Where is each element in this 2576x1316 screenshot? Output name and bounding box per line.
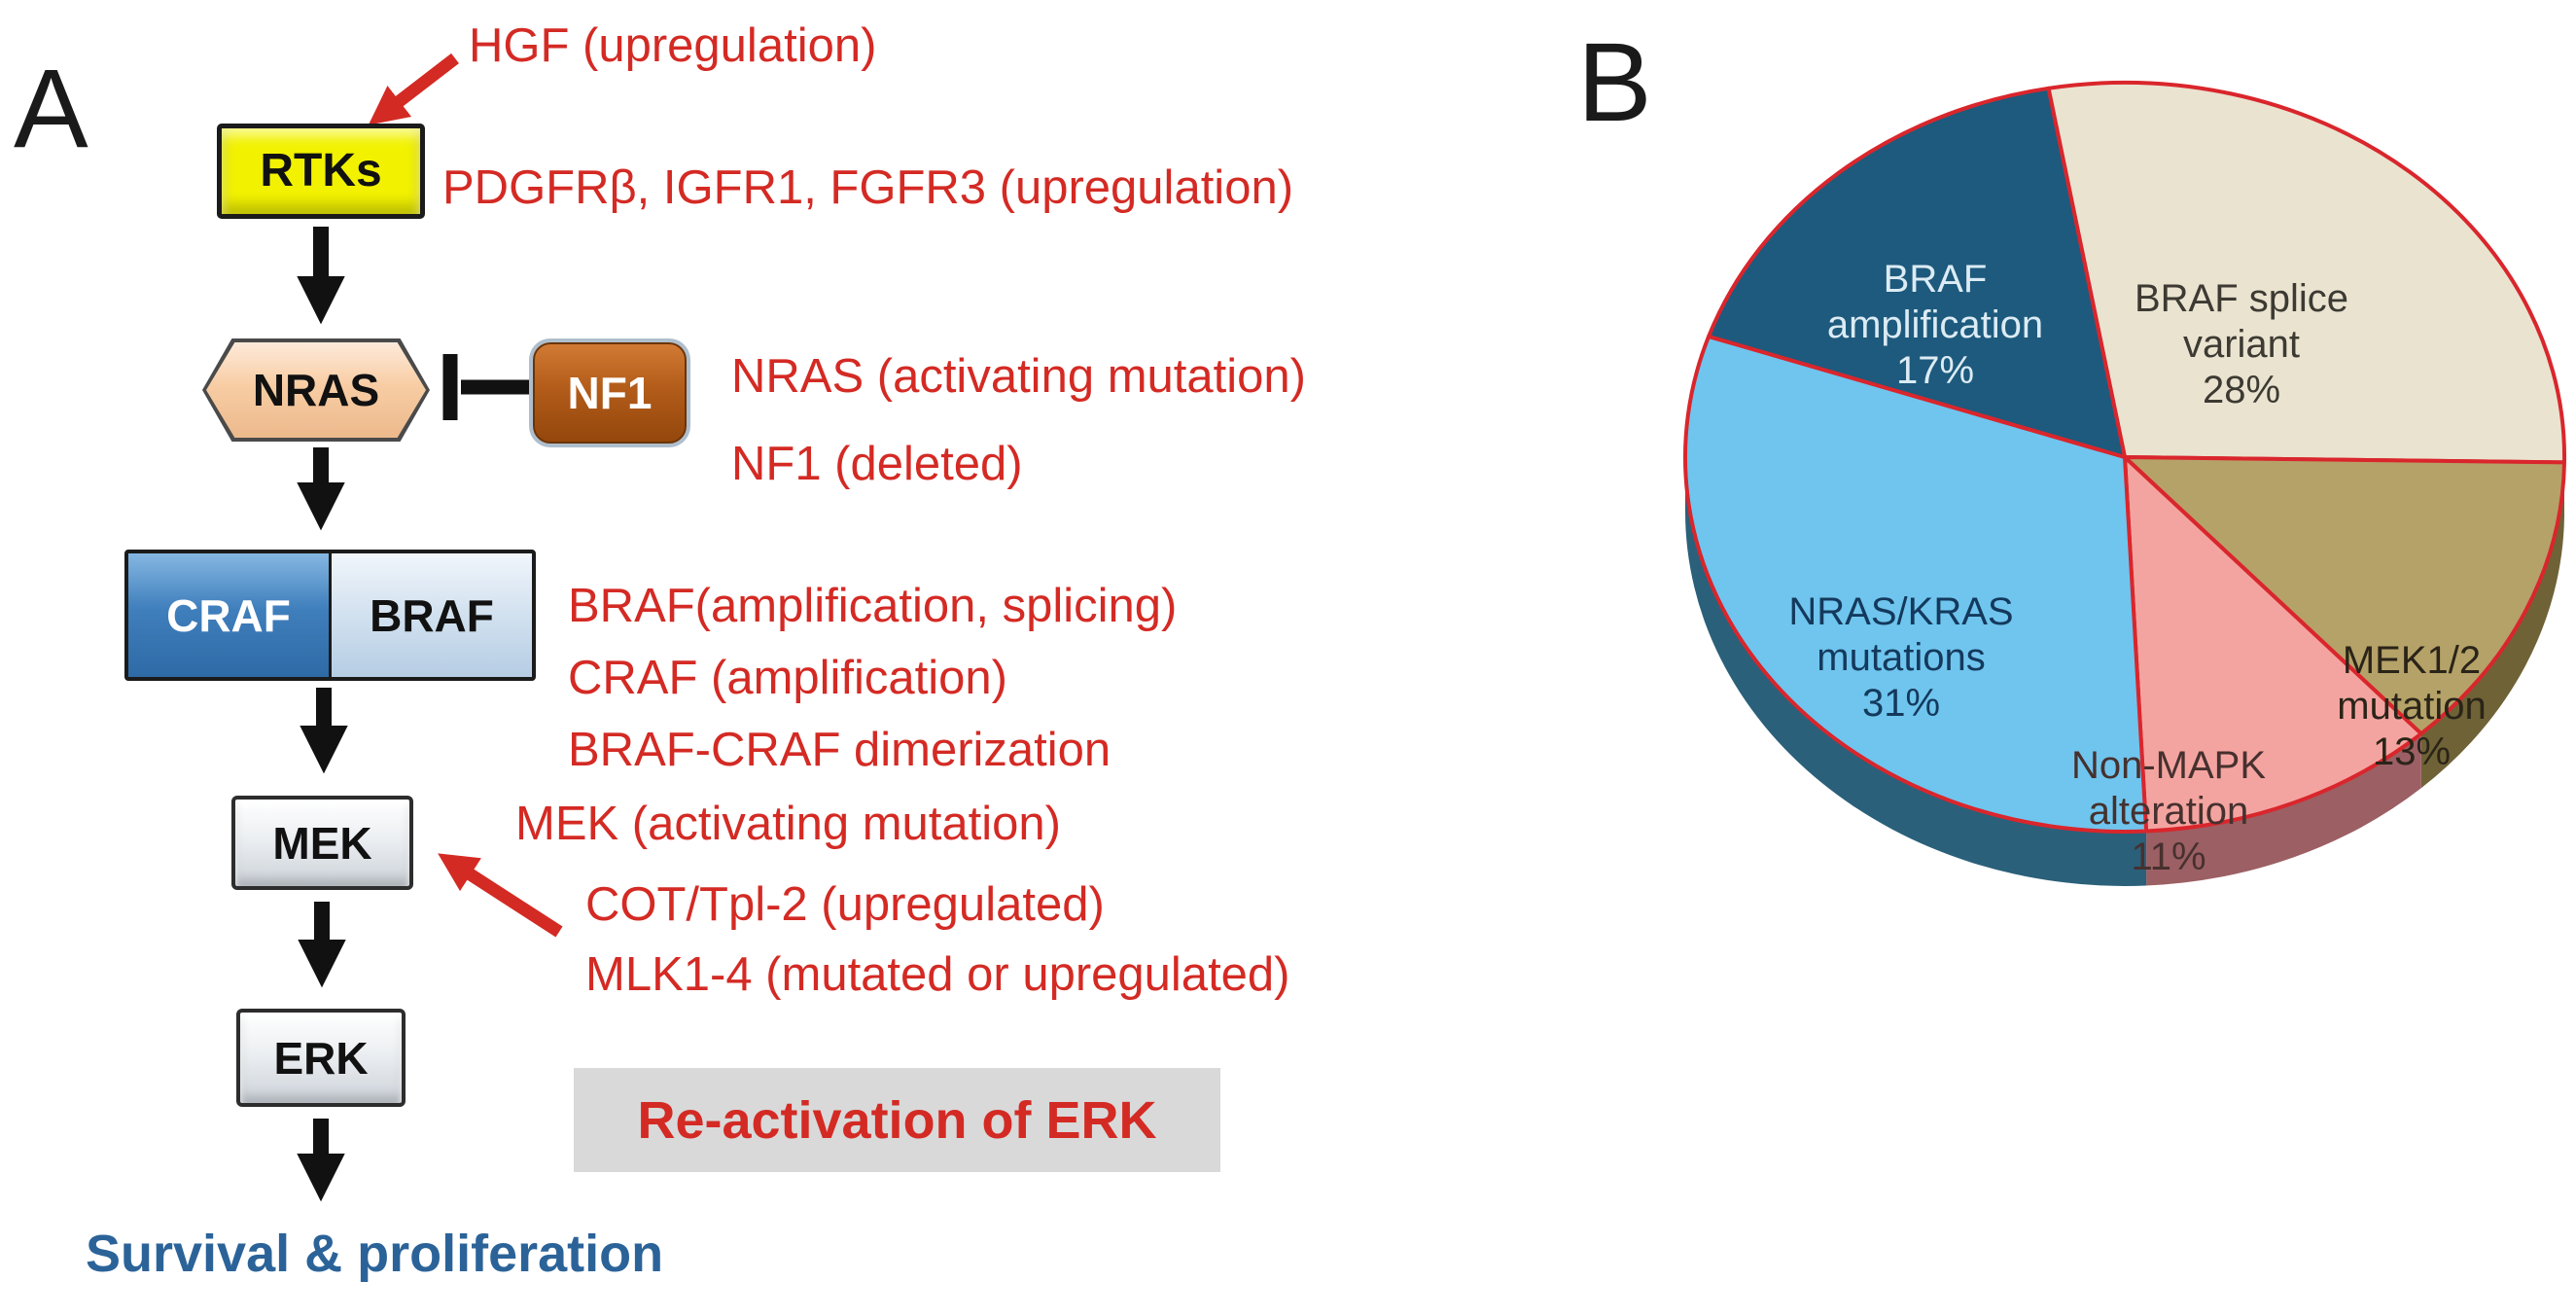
- nf1-node: NF1: [533, 342, 687, 444]
- reactivation-callout: Re-activation of ERK: [574, 1068, 1220, 1172]
- pie-slice: [2046, 81, 2567, 465]
- reactivation-text: Re-activation of ERK: [637, 1090, 1157, 1150]
- panel-b-label: B: [1577, 20, 1652, 145]
- nf1-node-label: NF1: [567, 368, 653, 418]
- craf-node-label: CRAF: [166, 589, 291, 641]
- pie-slice: [1707, 86, 2127, 459]
- hgf-arrow: [368, 53, 459, 125]
- hgf-annotation: HGF (upregulation): [469, 19, 877, 72]
- mek-mutation-annotation: MEK (activating mutation): [515, 798, 1061, 850]
- outcome-text: Survival & proliferation: [86, 1225, 664, 1283]
- braf-node: BRAF: [332, 553, 532, 677]
- rtk-upregulation-annotation: PDGFRβ, IGFR1, FGFR3 (upregulation): [442, 161, 1294, 214]
- braf-node-label: BRAF: [370, 589, 494, 641]
- mek-annotation-arrow: [438, 853, 563, 938]
- nf1-deleted-annotation: NF1 (deleted): [731, 438, 1023, 490]
- braf-amplification-annotation: BRAF(amplification, splicing): [568, 580, 1178, 632]
- cot-annotation: COT/Tpl-2 (upregulated): [585, 878, 1105, 931]
- mlk-annotation: MLK1-4 (mutated or upregulated): [585, 948, 1290, 1001]
- panel-a-label: A: [14, 47, 88, 171]
- pie-slice-side: [2146, 733, 2421, 886]
- erk-node: ERK: [236, 1009, 406, 1107]
- pie-slice: [2123, 455, 2423, 834]
- rtks-node-label: RTKs: [260, 145, 382, 196]
- erk-node-label: ERK: [273, 1032, 369, 1084]
- craf-amplification-annotation: CRAF (amplification): [568, 652, 1007, 704]
- rtks-node: RTKs: [217, 124, 425, 219]
- nras-node: NRAS: [202, 338, 430, 442]
- nras-node-label: NRAS: [252, 365, 380, 415]
- nras-mutation-annotation: NRAS (activating mutation): [731, 350, 1306, 403]
- raf-dimer-node: CRAF BRAF: [124, 550, 536, 681]
- nras-node-inner: NRAS: [206, 342, 426, 438]
- mek-node-label: MEK: [272, 817, 372, 869]
- pie-slice: [1683, 334, 2149, 834]
- craf-node: CRAF: [128, 553, 332, 677]
- dimerization-annotation: BRAF-CRAF dimerization: [568, 724, 1112, 776]
- pie-slice-side: [1685, 457, 2147, 886]
- mek-node: MEK: [231, 796, 413, 890]
- pie-slice-side: [2420, 462, 2564, 789]
- pie-slice: [2123, 455, 2566, 736]
